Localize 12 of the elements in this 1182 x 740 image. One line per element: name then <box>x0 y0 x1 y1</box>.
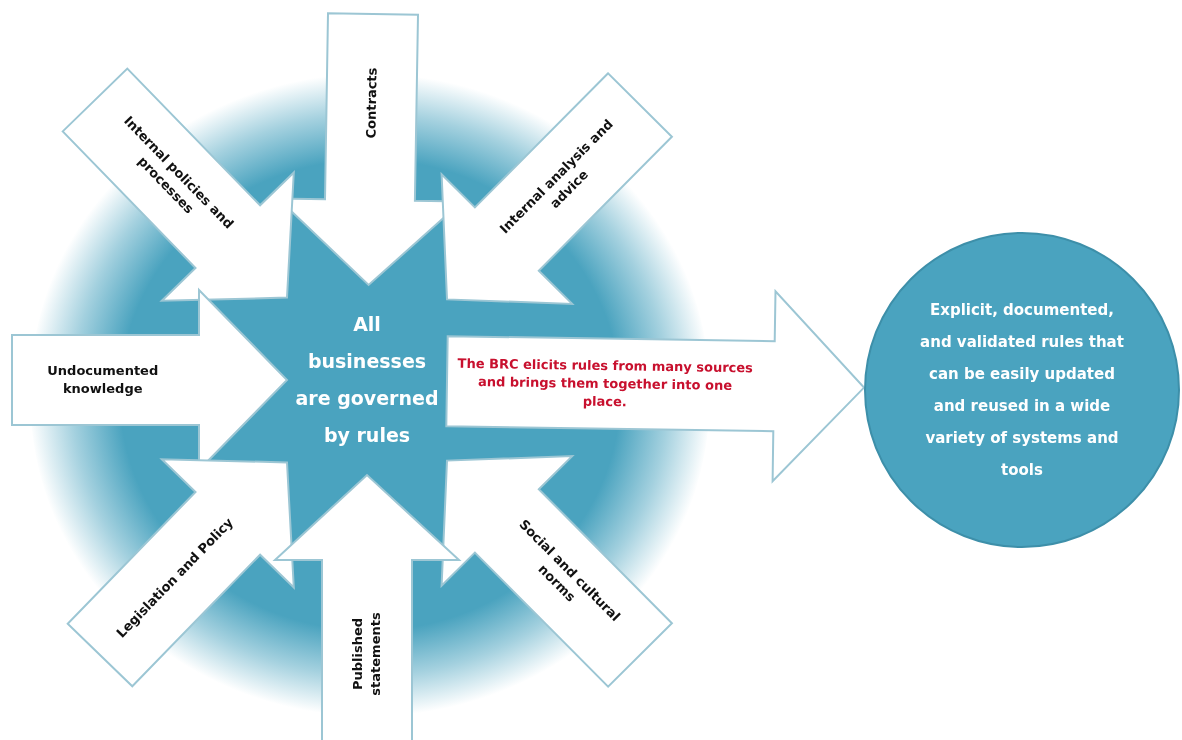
block-arrow <box>66 458 295 688</box>
edge-label: The BRC elicits rules from many sources and brings them together into one place. <box>457 354 754 411</box>
block-arrow <box>61 67 295 302</box>
block-arrow <box>272 473 462 740</box>
edge-label: Contracts <box>361 66 381 141</box>
block-arrow <box>440 71 674 305</box>
center-label: All businesses are governed by rules <box>294 312 440 448</box>
circle-text: Explicit, documented, and validated rules that can be easily updated and reused in a wide variety of systems and tools <box>919 300 1125 481</box>
block-arrow <box>445 288 866 484</box>
block-arrow <box>440 455 674 689</box>
edge-label: Undocumented knowledge <box>46 362 160 398</box>
edge-label: Published statements <box>349 611 384 698</box>
